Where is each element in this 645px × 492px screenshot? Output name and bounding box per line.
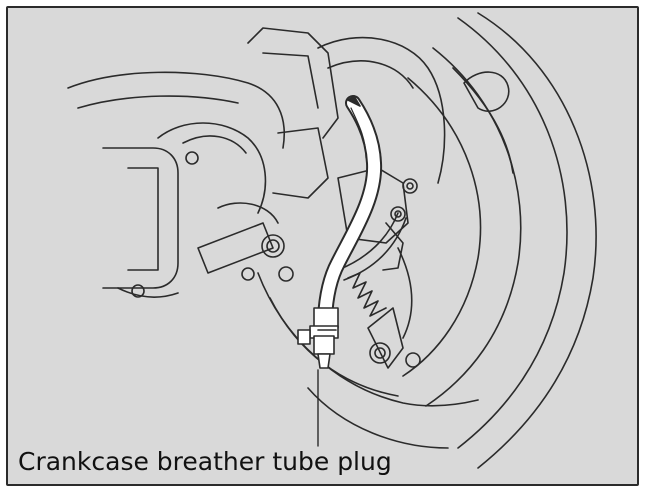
- figure-frame: Crankcase breather tube plug: [6, 6, 639, 486]
- wheel-outline: [258, 13, 596, 468]
- brake-hub: [318, 38, 445, 243]
- breather-tube: [325, 96, 374, 318]
- engine-casing: [68, 28, 338, 297]
- tube-plug: [298, 308, 338, 368]
- callout-label: Crankcase breather tube plug: [18, 446, 538, 478]
- engine-illustration: [8, 8, 637, 484]
